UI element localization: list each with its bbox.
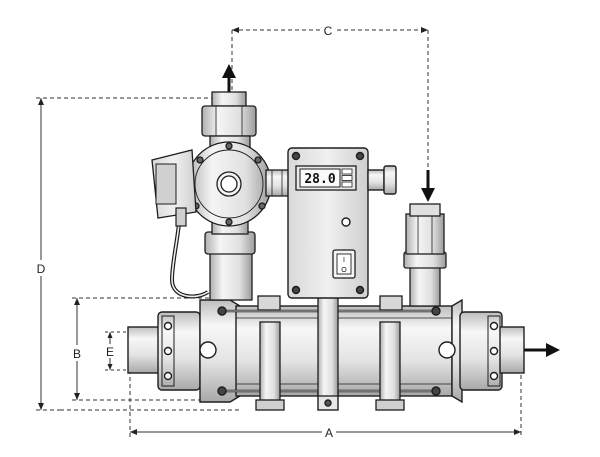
dimension-lines	[36, 29, 522, 437]
return-inlet-pipe	[403, 203, 447, 307]
dimension-label-e: E	[106, 345, 114, 359]
mounting-clamps	[255, 295, 405, 411]
circulation-pump	[151, 141, 291, 227]
dimension-label-b: B	[73, 347, 81, 361]
flow-arrow-right-outlet-icon	[524, 343, 560, 357]
temperature-display	[295, 165, 357, 191]
flow-arrow-down-icon	[421, 170, 435, 202]
power-switch-on-mark: I	[343, 257, 345, 264]
flow-riser-pipe	[201, 91, 257, 301]
power-switch-off-mark: O	[341, 267, 347, 274]
dimension-arrowheads	[38, 27, 521, 435]
dimension-label-c: C	[324, 24, 333, 38]
power-switch[interactable]	[332, 249, 356, 279]
dimension-label-a: A	[325, 426, 333, 440]
pump-cable	[169, 207, 210, 299]
dimension-label-d: D	[37, 262, 46, 276]
flow-arrow-up-icon	[222, 64, 236, 94]
temperature-readout: 28.0	[304, 172, 335, 187]
